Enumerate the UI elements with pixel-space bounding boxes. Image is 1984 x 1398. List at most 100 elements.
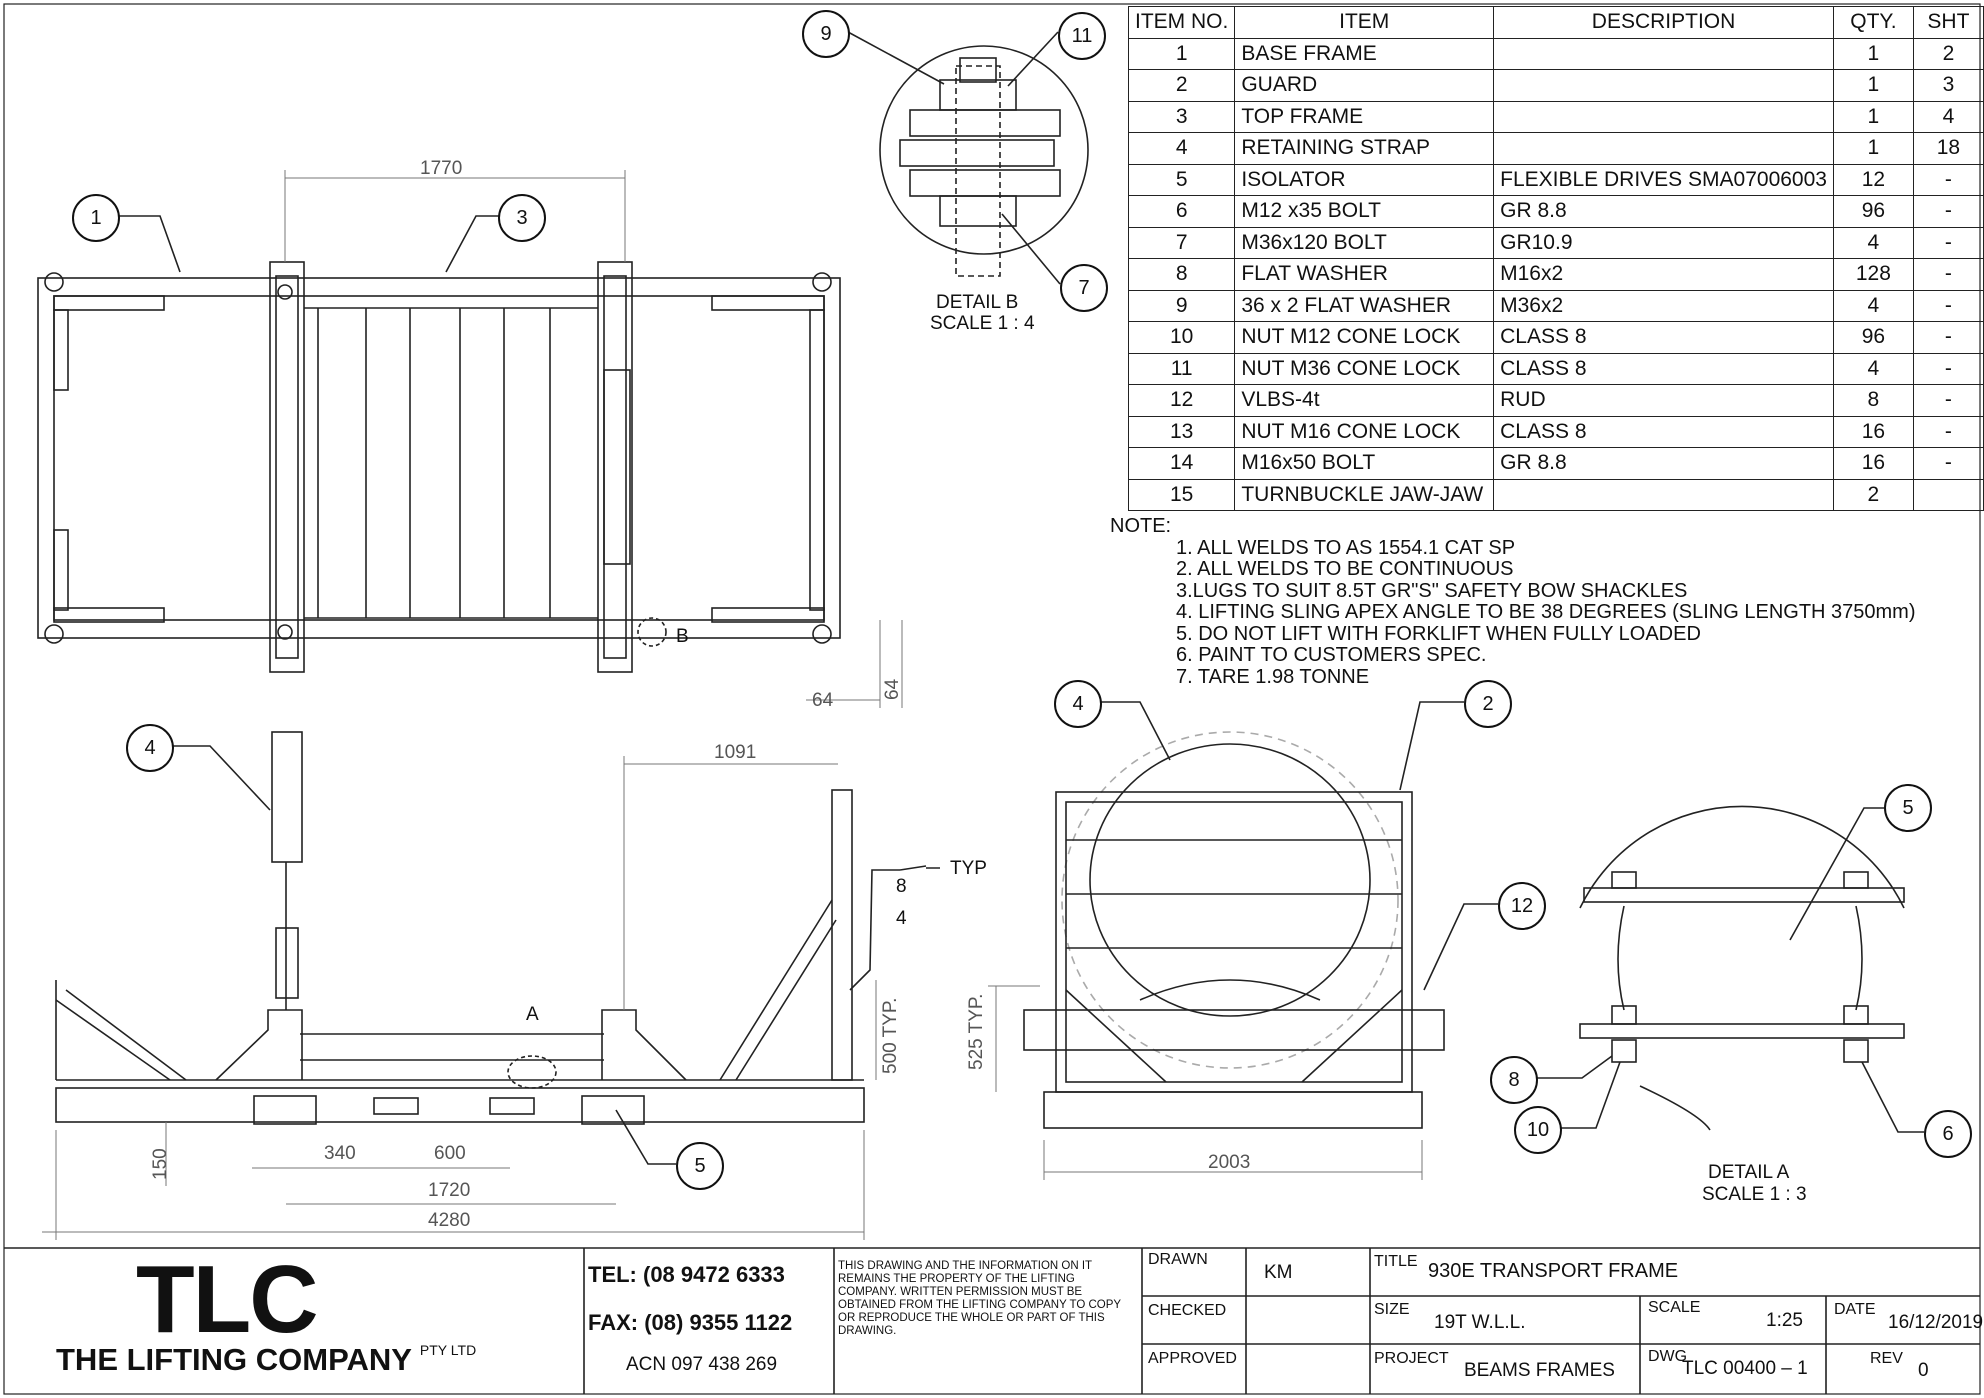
company-name: THE LIFTING COMPANY PTY LTD [56,1342,476,1378]
item-balloon: 5 [676,1142,724,1190]
top-view [37,170,903,708]
bom-description: M16x2 [1493,258,1834,291]
company-suffix: PTY LTD [419,1342,477,1358]
bom-qty: 1 [1832,69,1914,102]
bom-item-no: 8 [1127,258,1236,291]
bom-description: CLASS 8 [1493,352,1834,385]
item-balloon: 5 [1884,784,1932,832]
item-balloon: 7 [1060,264,1108,312]
side-view [42,731,940,1240]
item-balloon: 3 [498,194,546,242]
bom-qty: 96 [1832,321,1914,354]
bom-item-no: 1 [1127,37,1236,70]
bom-item-name: TOP FRAME [1234,100,1495,133]
item-balloon: 6 [1924,1110,1972,1158]
note-line: 7. TARE 1.98 TONNE [1176,665,1370,688]
bom-item-name: FLAT WASHER [1234,258,1495,291]
bom-item-no: 6 [1127,195,1236,228]
item-balloon: 2 [1464,680,1512,728]
bom-sheet [1912,478,1984,511]
dimension-label: 64 [882,678,903,700]
bom-sheet: - [1912,258,1984,291]
bom-description: GR 8.8 [1493,195,1834,228]
item-balloon: 1 [72,194,120,242]
detail-b-scale: SCALE 1 : 4 [930,313,1035,334]
bom-item-no: 9 [1127,289,1236,322]
checked-label: CHECKED [1148,1302,1227,1319]
copyright-disclaimer: THIS DRAWING AND THE INFORMATION ON IT R… [838,1260,1121,1337]
bom-item-name: GUARD [1234,69,1495,102]
bom-description [1493,132,1834,165]
scale-label: SCALE [1648,1299,1701,1316]
bom-qty: 4 [1832,352,1914,385]
dimension-label: 1091 [714,742,757,763]
bom-description: M36x2 [1493,289,1834,322]
bom-qty: 12 [1832,163,1914,196]
bom-sheet: - [1912,163,1984,196]
bom-header-row: ITEM NO. ITEM DESCRIPTION QTY. SHT [1127,6,1984,39]
dimension-label: 4280 [428,1210,471,1231]
date-label: DATE [1834,1301,1876,1318]
title-block-lines [4,1247,1980,1394]
dimension-label: 500 TYP. [880,997,901,1074]
note-line: 6. PAINT TO CUSTOMERS SPEC. [1176,644,1487,666]
bom-item-no: 2 [1127,69,1236,102]
bom-qty: 1 [1832,37,1914,70]
bom-item-name: RETAINING STRAP [1234,132,1495,165]
drawn-label: DRAWN [1148,1251,1208,1268]
weld-size-label: 8 [896,876,907,897]
bom-item-no: 5 [1127,163,1236,196]
bom-qty: 4 [1832,289,1914,322]
dimension-label: 525 TYP. [966,993,987,1070]
note-line: 5. DO NOT LIFT WITH FORKLIFT WHEN FULLY … [1176,622,1701,645]
revision-value: 0 [1918,1360,1929,1381]
bom-description [1493,100,1834,133]
approved-label: APPROVED [1148,1350,1237,1367]
detail-a-scale: SCALE 1 : 3 [1702,1184,1807,1205]
bom-item-no: 3 [1127,100,1236,133]
drawing-number: TLC 00400 – 1 [1682,1358,1808,1379]
rev-label: REV [1870,1350,1903,1367]
dimension-label: 64 [812,690,834,711]
bom-description: CLASS 8 [1493,321,1834,354]
bom-sheet: - [1912,384,1984,417]
bom-qty: 16 [1832,447,1914,480]
note-line: 1. ALL WELDS TO AS 1554.1 CAT SP [1176,536,1516,559]
dimension-label: 150 [150,1148,171,1180]
drawing-title: 930E TRANSPORT FRAME [1428,1260,1679,1282]
end-view [988,701,1498,1180]
bom-description: CLASS 8 [1493,415,1834,448]
bom-sheet: - [1912,415,1984,448]
note-line: 3.LUGS TO SUIT 8.5T GR"S" SAFETY BOW SHA… [1176,579,1688,602]
bom-description: GR10.9 [1493,226,1834,259]
date-value: 16/12/2019 [1888,1312,1984,1333]
dwg-label: DWG [1648,1348,1688,1365]
bom-description: FLEXIBLE DRIVES SMA07006003 [1493,163,1834,196]
telephone: TEL: (08 9472 6333 [588,1262,785,1287]
bom-sheet: - [1912,321,1984,354]
bom-item-name: M36x120 BOLT [1234,226,1495,259]
view-b-marker: B [676,626,689,647]
bom-sheet: 4 [1912,100,1984,133]
dimension-label: 1720 [428,1180,471,1201]
company-name-text: THE LIFTING COMPANY [56,1342,412,1377]
bom-item-name: M16x50 BOLT [1234,447,1495,480]
item-balloon: 11 [1058,12,1106,60]
bom-description: GR 8.8 [1493,447,1834,480]
fax: FAX: (08) 9355 1122 [588,1310,793,1335]
detail-a [1536,805,1924,1133]
bom-item-no: 14 [1127,447,1236,480]
bom-item-name: NUT M16 CONE LOCK [1234,415,1495,448]
bom-item-no: 15 [1127,478,1236,511]
bom-sheet: - [1912,289,1984,322]
dimension-label: 2003 [1208,1152,1251,1173]
item-balloon: 9 [802,10,850,58]
